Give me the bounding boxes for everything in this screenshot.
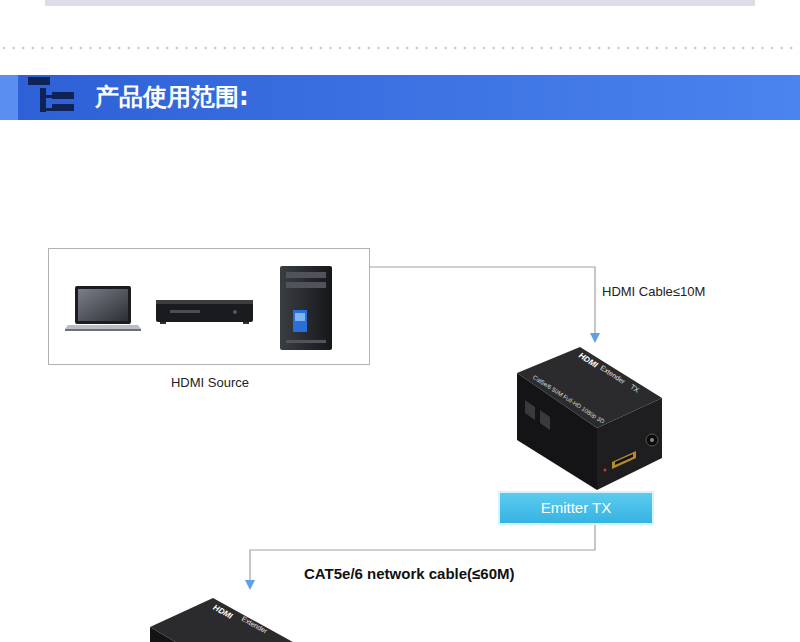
player-illustration <box>156 300 253 324</box>
top-bar <box>45 0 755 6</box>
cable-connector <box>245 523 595 590</box>
cable-connector <box>370 267 600 343</box>
source-box: HDMI Source <box>48 248 370 365</box>
header-accent <box>0 75 18 120</box>
cable-label: CAT5e/6 network cable(≤60M) <box>302 565 517 583</box>
extender-rx-device: HDMIExtender <box>148 590 378 642</box>
laptop-illustration <box>65 286 141 331</box>
list-icon <box>28 77 74 112</box>
source-caption: HDMI Source <box>49 375 371 391</box>
dotted-rule <box>4 47 796 49</box>
header-title: 产品使用范围: <box>95 80 249 114</box>
extender-tx-device: HDMIExtenderTXCat5e/6 50M Full-HD 1080p … <box>515 343 667 493</box>
emitter-label-box: Emitter TX <box>500 493 652 523</box>
connector-line <box>370 267 595 335</box>
emitter-label: Emitter TX <box>500 493 652 523</box>
header-band <box>0 75 800 120</box>
tower-illustration <box>280 266 332 350</box>
arrow-head <box>590 333 600 343</box>
arrow-head <box>245 580 255 590</box>
connector-line <box>250 523 595 582</box>
cable-label: HDMI Cable≤10M <box>600 283 707 301</box>
